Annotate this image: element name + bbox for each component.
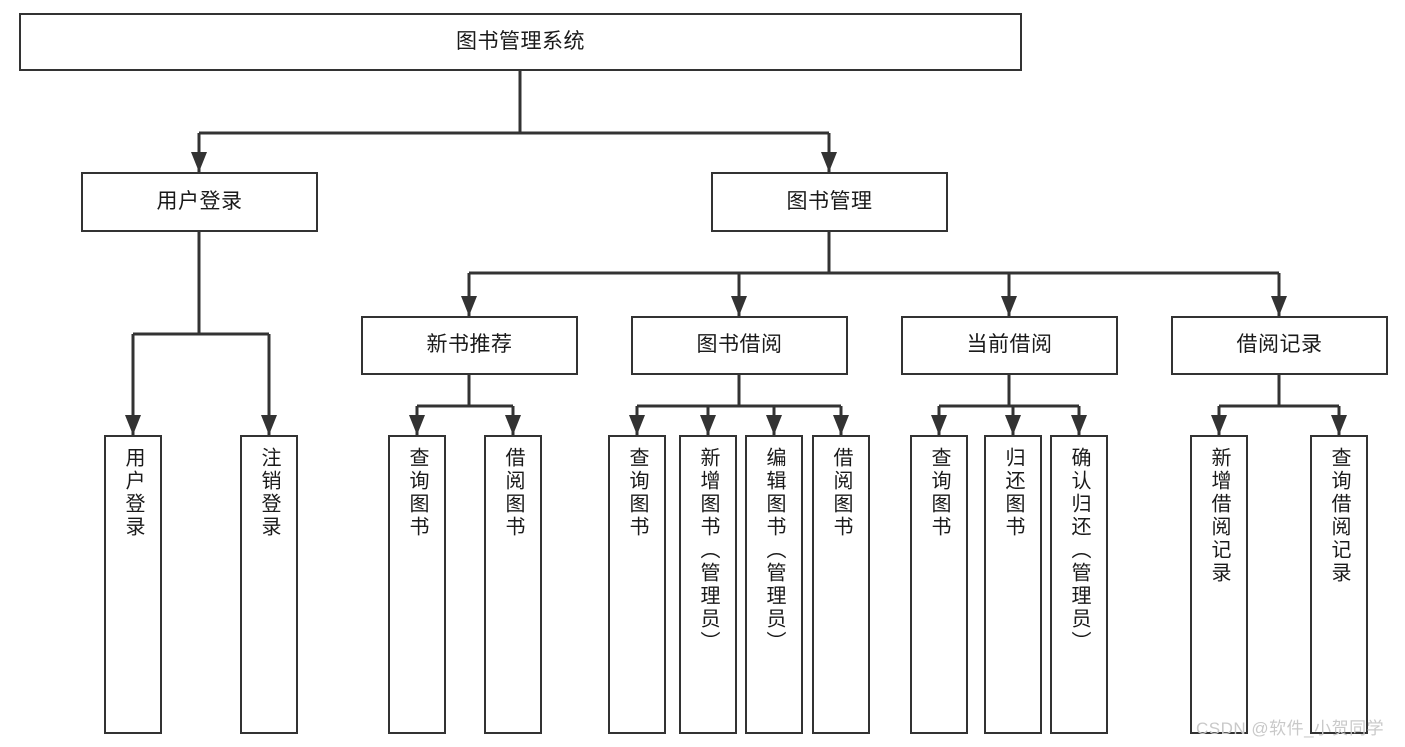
node-leaf-user-login[interactable]: 用户登录 [104, 435, 162, 734]
node-label-leaf-borrow-book-2: 借阅图书 [830, 447, 852, 539]
node-label-leaf-user-login: 用户登录 [122, 447, 144, 539]
arrowhead-root-to-level2-0 [191, 152, 207, 172]
node-leaf-query-book-1[interactable]: 查询图书 [388, 435, 446, 734]
arrowhead-book-manage-to-level3-3 [1271, 296, 1287, 316]
arrowhead-current-borrow-to-leaves-1 [1005, 415, 1021, 435]
node-leaf-edit-book[interactable]: 编辑图书（管理员） [745, 435, 803, 734]
node-label-leaf-query-book-3: 查询图书 [928, 447, 950, 539]
arrowhead-user-login-to-leaves-1 [261, 415, 277, 435]
arrowhead-new-book-rec-to-leaves-0 [409, 415, 425, 435]
node-leaf-borrow-book-1[interactable]: 借阅图书 [484, 435, 542, 734]
arrowhead-book-manage-to-level3-1 [731, 296, 747, 316]
node-borrow-record[interactable]: 借阅记录 [1171, 316, 1388, 375]
node-label-new-book-rec: 新书推荐 [426, 333, 513, 357]
arrowhead-new-book-rec-to-leaves-1 [505, 415, 521, 435]
node-leaf-add-book[interactable]: 新增图书（管理员） [679, 435, 737, 734]
node-label-leaf-query-book-1: 查询图书 [406, 447, 428, 539]
node-new-book-rec[interactable]: 新书推荐 [361, 316, 578, 375]
node-leaf-add-record[interactable]: 新增借阅记录 [1190, 435, 1248, 734]
node-current-borrow[interactable]: 当前借阅 [901, 316, 1118, 375]
node-label-leaf-add-book: 新增图书（管理员） [697, 447, 719, 654]
arrowhead-borrow-record-to-leaves-1 [1331, 415, 1347, 435]
arrowhead-book-borrow-to-leaves-3 [833, 415, 849, 435]
node-user-login[interactable]: 用户登录 [81, 172, 318, 232]
node-leaf-confirm-return[interactable]: 确认归还（管理员） [1050, 435, 1108, 734]
arrowhead-book-manage-to-level3-0 [461, 296, 477, 316]
node-label-leaf-confirm-return: 确认归还（管理员） [1068, 447, 1090, 654]
node-label-leaf-borrow-book-1: 借阅图书 [502, 447, 524, 539]
node-label-root: 图书管理系统 [456, 29, 585, 53]
node-leaf-query-book-3[interactable]: 查询图书 [910, 435, 968, 734]
arrowhead-borrow-record-to-leaves-0 [1211, 415, 1227, 435]
node-leaf-query-book-2[interactable]: 查询图书 [608, 435, 666, 734]
node-root[interactable]: 图书管理系统 [19, 13, 1022, 71]
node-label-leaf-edit-book: 编辑图书（管理员） [763, 447, 785, 654]
arrowhead-book-borrow-to-leaves-1 [700, 415, 716, 435]
arrowhead-user-login-to-leaves-0 [125, 415, 141, 435]
node-leaf-return-book[interactable]: 归还图书 [984, 435, 1042, 734]
arrowhead-root-to-level2-1 [821, 152, 837, 172]
node-leaf-borrow-book-2[interactable]: 借阅图书 [812, 435, 870, 734]
node-leaf-query-record[interactable]: 查询借阅记录 [1310, 435, 1368, 734]
node-label-user-login: 用户登录 [156, 189, 243, 213]
node-label-leaf-query-record: 查询借阅记录 [1328, 447, 1350, 585]
arrowhead-book-borrow-to-leaves-2 [766, 415, 782, 435]
node-label-leaf-query-book-2: 查询图书 [626, 447, 648, 539]
node-book-borrow[interactable]: 图书借阅 [631, 316, 848, 375]
node-label-book-borrow: 图书借阅 [696, 333, 783, 357]
arrowhead-current-borrow-to-leaves-0 [931, 415, 947, 435]
node-label-borrow-record: 借阅记录 [1236, 333, 1323, 357]
node-leaf-user-logout[interactable]: 注销登录 [240, 435, 298, 734]
node-label-leaf-user-logout: 注销登录 [258, 447, 280, 539]
node-label-leaf-add-record: 新增借阅记录 [1208, 447, 1230, 585]
node-book-manage[interactable]: 图书管理 [711, 172, 948, 232]
node-label-current-borrow: 当前借阅 [966, 333, 1053, 357]
arrowhead-book-manage-to-level3-2 [1001, 296, 1017, 316]
arrowhead-current-borrow-to-leaves-2 [1071, 415, 1087, 435]
node-label-leaf-return-book: 归还图书 [1002, 447, 1024, 539]
node-label-book-manage: 图书管理 [786, 189, 873, 213]
arrowhead-book-borrow-to-leaves-0 [629, 415, 645, 435]
